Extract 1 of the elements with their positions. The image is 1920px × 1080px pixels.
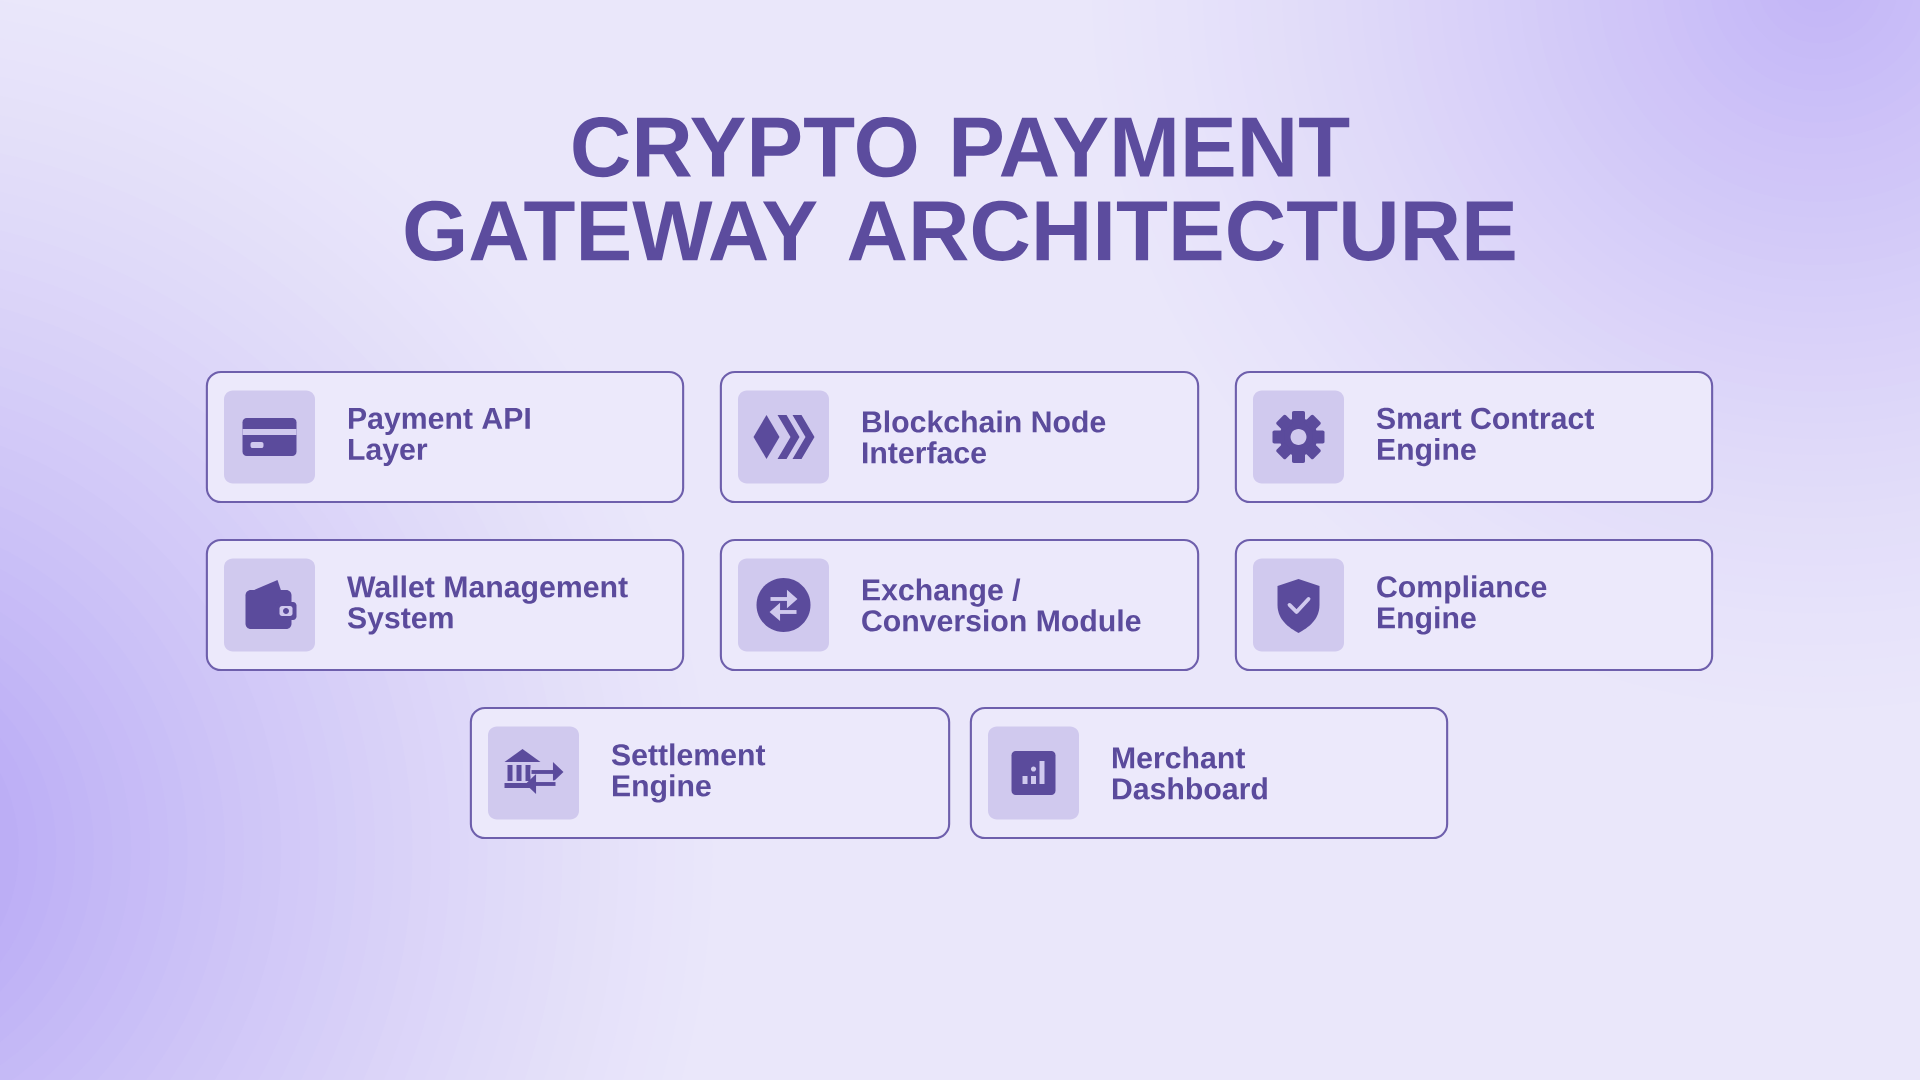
title: CRYPTO PAYMENT GATEWAY ARCHITECTURE bbox=[405, 117, 1515, 261]
